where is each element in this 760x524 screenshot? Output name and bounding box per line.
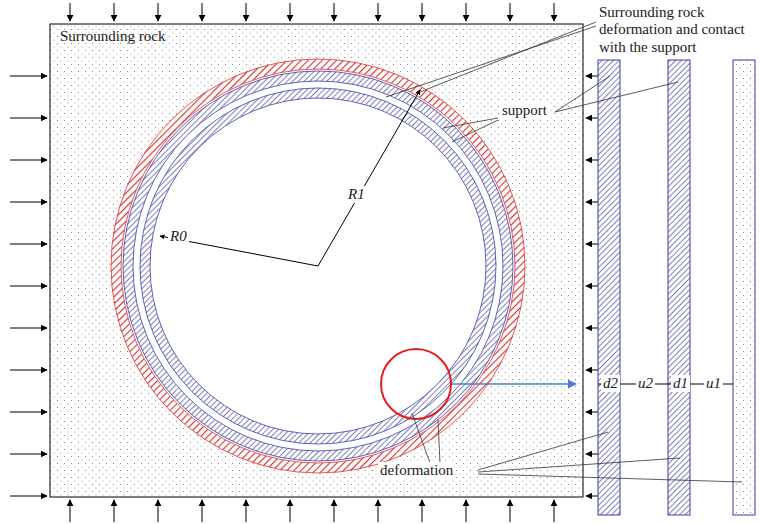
load-arrow <box>422 3 423 21</box>
load-arrow <box>10 454 47 455</box>
load-arrow <box>10 202 47 203</box>
load-arrows <box>10 3 620 522</box>
load-arrow <box>10 244 47 245</box>
load-arrow <box>10 118 47 119</box>
tunnel-rings <box>111 59 525 473</box>
load-arrow <box>334 3 335 21</box>
label: support <box>500 102 549 119</box>
load-arrow <box>466 3 467 21</box>
load-arrow <box>510 3 511 21</box>
load-arrow <box>378 500 379 522</box>
label: u1 <box>704 375 723 392</box>
load-arrow <box>158 500 159 522</box>
load-arrow <box>510 500 511 522</box>
label: deformation <box>378 462 455 479</box>
load-arrow <box>10 328 47 329</box>
label: R0 <box>168 228 189 245</box>
load-arrow <box>378 3 379 21</box>
load-arrow <box>202 500 203 522</box>
load-arrow <box>290 500 291 522</box>
load-arrow <box>334 500 335 522</box>
load-arrow <box>202 3 203 21</box>
load-arrow <box>70 3 71 21</box>
label: d1 <box>671 375 690 392</box>
load-arrow <box>10 76 47 77</box>
load-arrow <box>114 3 115 21</box>
load-arrow <box>114 500 115 522</box>
load-arrow <box>554 3 555 21</box>
load-arrow <box>290 3 291 21</box>
load-arrow <box>246 500 247 522</box>
load-arrow <box>10 160 47 161</box>
load-arrow <box>158 3 159 21</box>
load-arrow <box>10 412 47 413</box>
label: Surrounding rock deformation and contact… <box>597 4 757 56</box>
label: u2 <box>636 375 655 392</box>
load-arrow <box>70 500 71 522</box>
label: Surrounding rock <box>60 28 165 45</box>
load-arrow <box>10 370 47 371</box>
load-arrow <box>466 500 467 522</box>
load-arrow <box>246 3 247 21</box>
load-arrow <box>554 500 555 522</box>
load-arrow <box>10 286 47 287</box>
load-arrow <box>422 500 423 522</box>
load-arrow <box>10 496 47 497</box>
label: d2 <box>601 375 620 392</box>
label: R1 <box>346 186 367 203</box>
